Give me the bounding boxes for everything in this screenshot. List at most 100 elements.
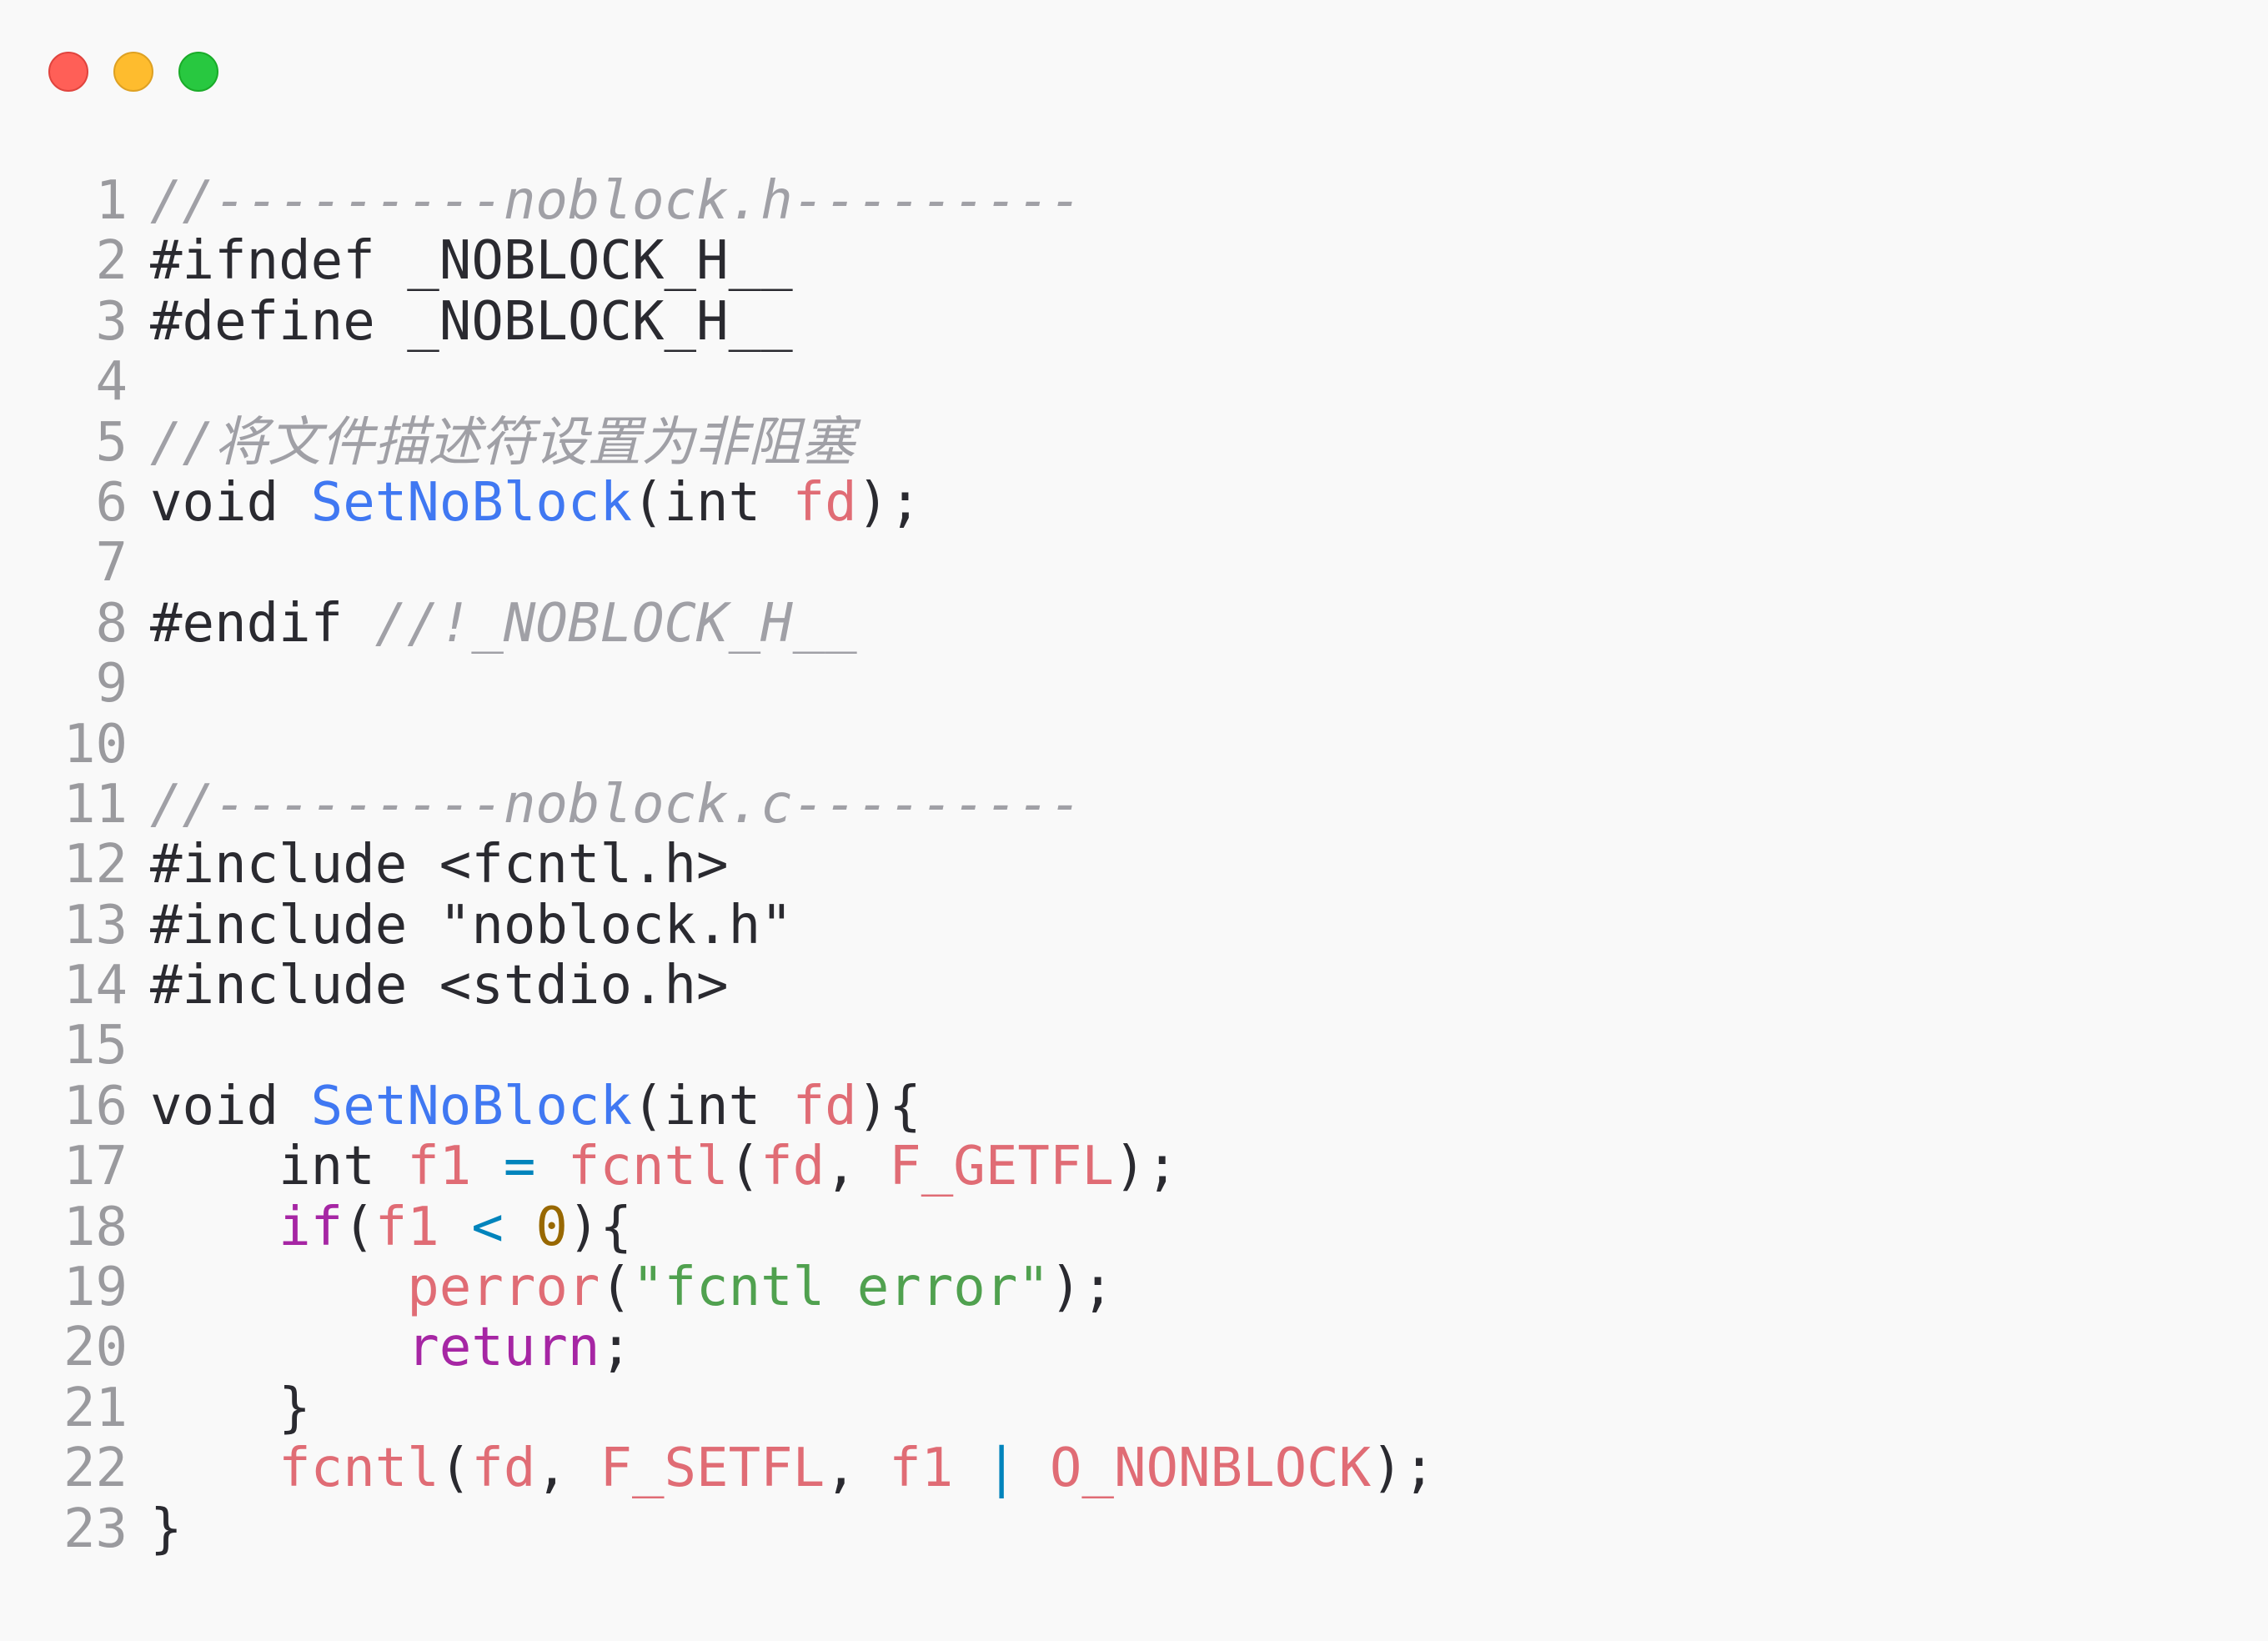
token-plain: (int [631, 1075, 793, 1137]
line-source: fcntl(fd, F_SETFL, f1 | O_NONBLOCK); [150, 1438, 1435, 1498]
token-plain: ( [728, 1136, 761, 1198]
token-plain: ); [1113, 1136, 1178, 1198]
token-plain: #ifndef _NOBLOCK_H__ [150, 230, 793, 293]
token-var: F_SETFL [600, 1438, 825, 1500]
token-var: perror [407, 1257, 600, 1319]
token-var: f1 [374, 1196, 439, 1258]
line-number: 3 [95, 290, 128, 353]
token-var: fd [471, 1438, 536, 1500]
token-comment: //---------noblock.c--------- [150, 773, 1082, 836]
token-plain: #include <stdio.h> [150, 955, 729, 1017]
code-line: 21 } [0, 1378, 1435, 1438]
token-comment: //!_NOBLOCK_H__ [374, 592, 857, 655]
code-line: 12 #include <fcntl.h> [0, 834, 1435, 896]
window-controls [48, 52, 218, 92]
token-plain: ( [439, 1438, 472, 1500]
token-plain: , [825, 1438, 890, 1500]
line-source: } [150, 1498, 183, 1560]
code-line: 14 #include <stdio.h> [0, 956, 1435, 1016]
line-number: 5 [95, 411, 128, 474]
line-number: 12 [63, 834, 128, 896]
line-number: 14 [63, 955, 128, 1017]
token-plain: void [150, 471, 311, 534]
token-var: fd [792, 471, 857, 534]
token-op: = [503, 1136, 536, 1198]
code-line: 16 void SetNoBlock(int fd){ [0, 1076, 1435, 1137]
code-line: 18 if(f1 < 0){ [0, 1197, 1435, 1257]
code-line: 2#ifndef _NOBLOCK_H__ [0, 231, 1435, 292]
line-number: 7 [95, 532, 128, 595]
line-number: 23 [63, 1498, 128, 1560]
line-source: #include <fcntl.h> [150, 835, 729, 895]
token-plain: , [535, 1438, 600, 1500]
code-line: 3 #define _NOBLOCK_H__ [0, 290, 1435, 353]
line-source: int f1 = fcntl(fd, F_GETFL); [150, 1137, 1178, 1197]
code-line: 15 [0, 1016, 1435, 1076]
token-plain: ( [600, 1257, 632, 1319]
line-number: 10 [63, 713, 128, 775]
line-source: #ifndef _NOBLOCK_H__ [150, 231, 793, 291]
line-source: return; [150, 1317, 632, 1378]
token-plain: #include "noblock.h" [150, 894, 793, 956]
maximize-button[interactable] [178, 52, 218, 92]
token-plain [150, 1438, 278, 1499]
token-var: fcntl [567, 1136, 729, 1198]
token-var: fd [792, 1075, 857, 1137]
line-number: 18 [63, 1196, 128, 1258]
token-plain: ); [1371, 1438, 1436, 1500]
token-var: fcntl [278, 1438, 439, 1500]
token-plain: #include <fcntl.h> [150, 834, 729, 896]
token-plain: ; [600, 1317, 632, 1379]
code-line: 13 #include "noblock.h" [0, 894, 1435, 956]
token-comment: //---------noblock.h--------- [150, 170, 1082, 232]
token-plain: ){ [856, 1075, 921, 1137]
token-plain: void [150, 1075, 311, 1137]
line-source: void SetNoBlock(int fd){ [150, 1076, 921, 1137]
token-var: F_GETFL [889, 1136, 1114, 1198]
token-plain: ); [856, 471, 921, 534]
token-plain: ); [1049, 1257, 1114, 1319]
token-func: SetNoBlock [310, 1075, 632, 1137]
code-line: 9 [0, 654, 1435, 715]
token-op: | [985, 1438, 1018, 1500]
token-var: f1 [407, 1136, 472, 1198]
token-plain [150, 1257, 407, 1318]
line-source: //---------noblock.h--------- [150, 171, 1081, 231]
code-line: 19 perror("fcntl error"); [0, 1257, 1435, 1319]
code-editor[interactable]: 1 //---------noblock.h---------2#ifndef _… [0, 171, 1435, 1559]
line-number: 13 [63, 894, 128, 956]
token-plain [471, 1136, 504, 1197]
code-line: 20 return; [0, 1317, 1435, 1378]
token-plain: , [825, 1136, 890, 1198]
code-line: 5 //将文件描述符设置为非阻塞 [0, 411, 1435, 474]
token-kw: if [278, 1196, 344, 1258]
token-plain: } [150, 1377, 311, 1439]
code-line: 23} [0, 1498, 1435, 1560]
token-plain [1017, 1438, 1050, 1499]
token-plain: ( [343, 1196, 375, 1258]
token-plain: int [150, 1136, 408, 1198]
token-plain: ){ [567, 1196, 632, 1258]
line-number: 17 [63, 1136, 128, 1198]
token-var: O_NONBLOCK [1049, 1438, 1372, 1500]
line-number: 16 [63, 1075, 128, 1137]
code-line: 4 [0, 352, 1435, 413]
token-var: fd [760, 1136, 825, 1198]
token-plain [953, 1438, 986, 1499]
token-plain: } [150, 1498, 183, 1560]
code-line: 7 [0, 532, 1435, 595]
minimize-button[interactable] [113, 52, 153, 92]
token-str: "fcntl error" [631, 1257, 1050, 1319]
line-source: void SetNoBlock(int fd); [150, 473, 921, 533]
line-number: 11 [63, 773, 128, 836]
token-plain: (int [631, 471, 793, 534]
token-op: < [471, 1196, 504, 1258]
close-button[interactable] [48, 52, 88, 92]
token-plain [150, 1197, 278, 1258]
line-source: if(f1 < 0){ [150, 1197, 632, 1257]
code-line: 17 int f1 = fcntl(fd, F_GETFL); [0, 1137, 1435, 1197]
line-number: 1 [95, 170, 128, 232]
line-source: //将文件描述符设置为非阻塞 [150, 412, 855, 473]
token-plain: #define _NOBLOCK_H__ [150, 290, 793, 353]
